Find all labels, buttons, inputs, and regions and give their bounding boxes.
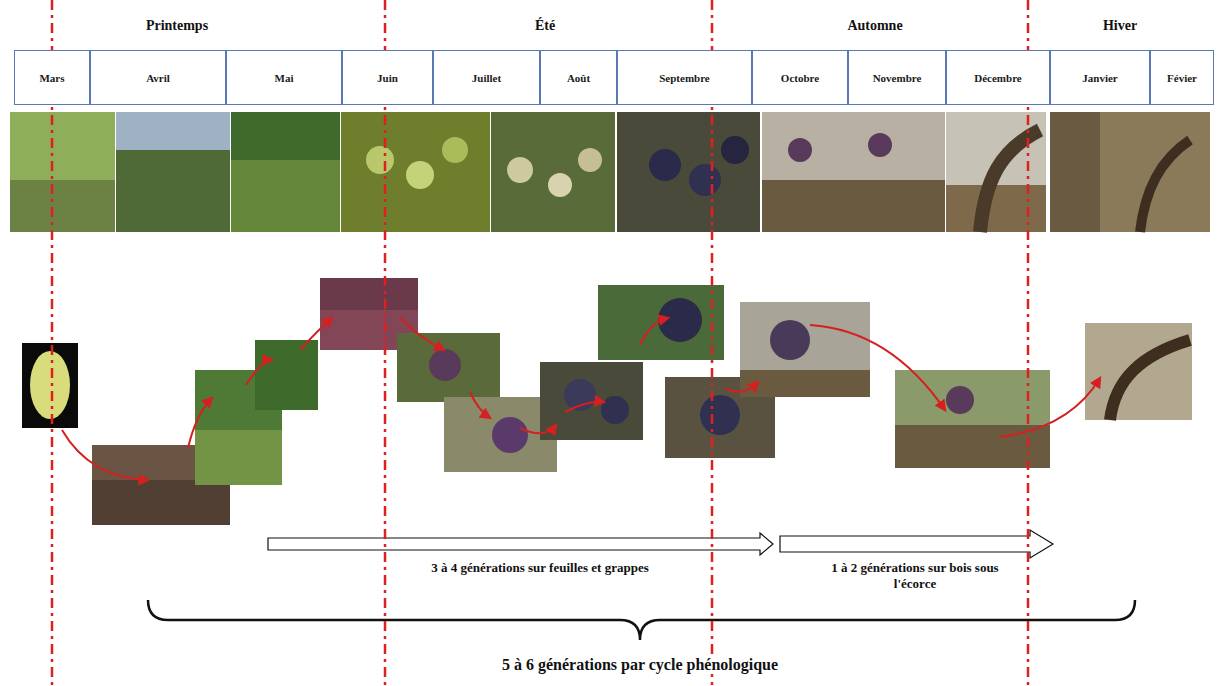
season-label: Hiver: [1100, 18, 1140, 35]
cycle-arrows: [62, 318, 1100, 480]
brace: [148, 600, 1135, 640]
month-name: Avril: [146, 72, 170, 84]
month-name: Novembre: [873, 72, 922, 84]
month-name: Juin: [377, 72, 398, 84]
month-box: Mai: [226, 50, 342, 105]
photo-strip: [10, 112, 1210, 232]
month-name: Févier: [1167, 72, 1197, 84]
season-label: Printemps: [143, 18, 211, 35]
period-note: 1 à 2 générations sur bois sous l'écorce: [815, 560, 1015, 591]
month-name: Octobre: [781, 72, 819, 84]
period-arrow: [780, 530, 1053, 558]
month-box: Févier: [1150, 50, 1214, 105]
month-box: Août: [540, 50, 617, 105]
month-name: Août: [567, 72, 590, 84]
month-box: Décembre: [946, 50, 1050, 105]
period-note: 3 à 4 générations sur feuilles et grappe…: [428, 560, 652, 576]
month-box: Septembre: [617, 50, 752, 105]
month-box: Mars: [14, 50, 90, 105]
month-name: Septembre: [659, 72, 710, 84]
month-name: Juillet: [472, 72, 501, 84]
month-box: Avril: [90, 50, 226, 105]
month-name: Décembre: [974, 72, 1021, 84]
month-name: Mai: [275, 72, 294, 84]
season-label: Été: [532, 18, 558, 35]
month-box: Juillet: [433, 50, 540, 105]
season-label: Automne: [844, 18, 905, 35]
month-box: Octobre: [752, 50, 848, 105]
stage-photos: [22, 278, 1192, 525]
period-arrow: [268, 533, 773, 555]
cycle-summary: 5 à 6 générations par cycle phénologique: [499, 655, 781, 674]
season-separators: [52, 0, 1028, 686]
month-name: Janvier: [1082, 72, 1117, 84]
month-name: Mars: [39, 72, 64, 84]
month-box: Janvier: [1050, 50, 1150, 105]
month-box: Juin: [342, 50, 433, 105]
month-box: Novembre: [848, 50, 946, 105]
